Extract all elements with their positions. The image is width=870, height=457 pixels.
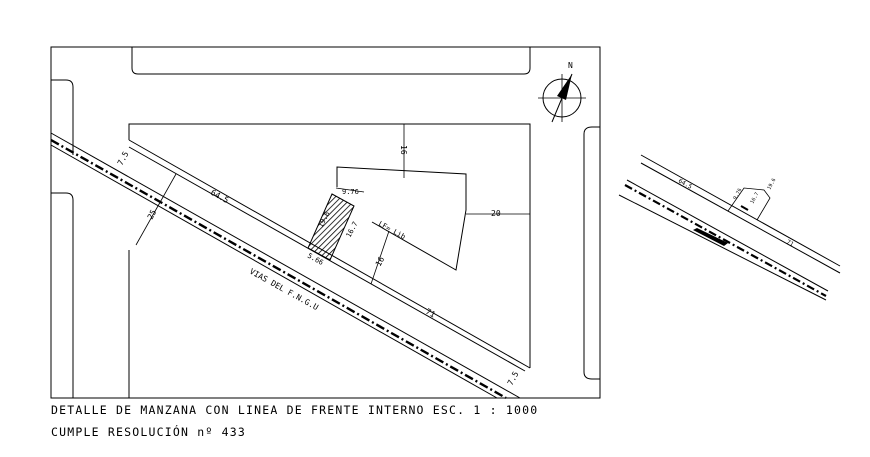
lf-label: LF= Lib (377, 220, 407, 241)
dim-label-25: 25 (146, 208, 159, 221)
detail-view: 64.5 9.76 16.7 19.6 71 (618, 154, 841, 301)
dim-label-16-mid: 16 (374, 255, 387, 268)
detail-line-2 (640, 162, 841, 274)
dim-label-20: 20 (491, 209, 501, 218)
dim-label-7-5-bottom: 7.5 (506, 370, 521, 387)
rail-line-lower (50, 144, 498, 399)
detail-line-4 (618, 194, 827, 301)
rail-line-upper (50, 132, 521, 399)
dim-9-76 (335, 187, 365, 193)
detail-line-1 (640, 154, 841, 267)
rail-line-dashed (50, 138, 507, 400)
north-label: N (568, 61, 573, 70)
dim-label-64-5: 64.5 (209, 188, 230, 205)
left-upper-block (51, 79, 74, 155)
detail-dim-64-5: 64.5 (677, 178, 693, 191)
building-outline (336, 166, 467, 271)
north-arrow-icon (538, 73, 586, 123)
dim-label-16-top: 16 (399, 145, 408, 155)
rail-label: VIAS DEL F.N.G.U (248, 267, 320, 312)
frontage-line (128, 146, 526, 372)
dim-25 (135, 173, 177, 246)
right-block (583, 126, 600, 380)
detail-dim-16-7: 16.7 (749, 191, 760, 204)
detail-tick (740, 205, 749, 211)
detail-dim-71: 71 (785, 239, 795, 249)
left-lower-block (51, 192, 74, 398)
main-block-outline (128, 123, 531, 368)
hatched-building (307, 193, 355, 261)
detail-block (693, 228, 728, 246)
detail-dim-19-6: 19.6 (766, 177, 777, 190)
dim-label-7-5-top: 7.5 (116, 150, 131, 167)
drawing-frame (50, 46, 601, 399)
top-block (131, 47, 531, 75)
detail-rail-dashed (624, 184, 827, 297)
caption-title: DETALLE DE MANZANA CON LINEA DE FRENTE I… (51, 403, 539, 417)
detail-building (727, 187, 771, 221)
detail-dim-9-76: 9.76 (732, 187, 743, 200)
dim-16-mid (370, 230, 390, 285)
detail-line-3 (626, 179, 829, 292)
caption-resolution: CUMPLE RESOLUCIÓN nº 433 (51, 425, 246, 439)
dim-label-71: 71 (424, 307, 437, 320)
dim-label-9-76: 9.76 (342, 188, 359, 196)
